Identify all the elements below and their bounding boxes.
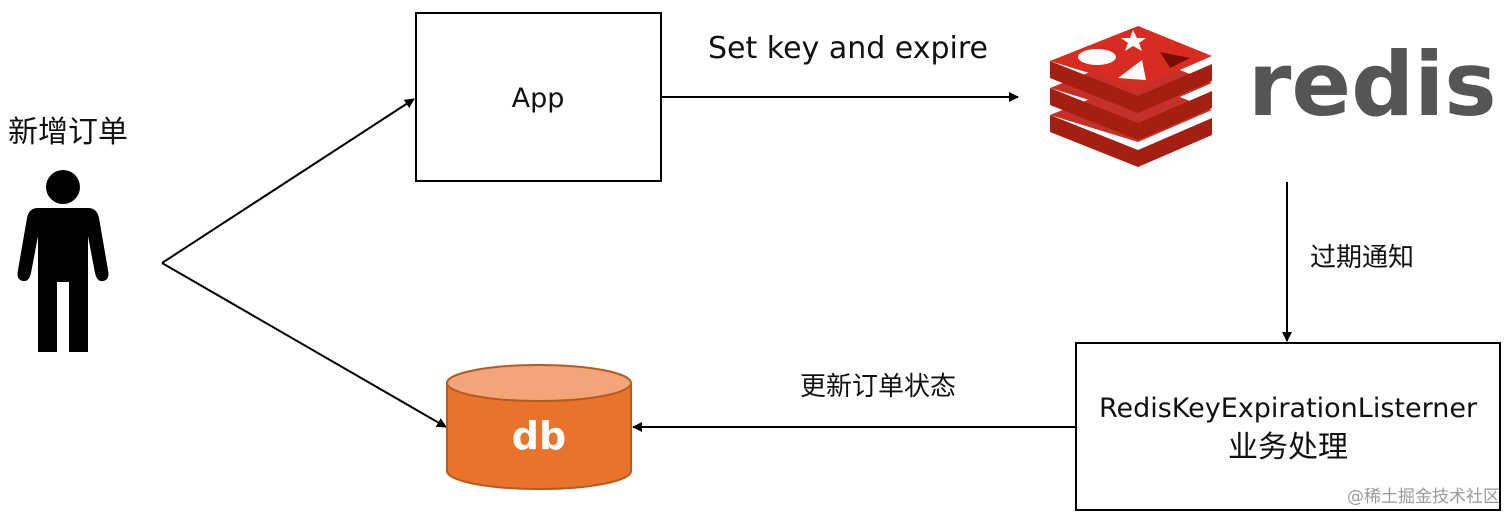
db-cylinder	[446, 364, 632, 490]
watermark-text: @稀土掘金技术社区	[1347, 487, 1500, 507]
redis-stack-icon	[1050, 26, 1212, 167]
user-label: 新增订单	[8, 115, 128, 150]
listener-line1: RedisKeyExpirationListerner	[1099, 393, 1478, 424]
app-box	[415, 12, 662, 182]
user-icon	[17, 170, 109, 352]
app-label: App	[512, 83, 565, 114]
set-key-label: Set key and expire	[708, 31, 988, 66]
db-label: db	[512, 414, 566, 458]
redis-wordmark: redis	[1248, 33, 1497, 136]
redis-logo: redis	[1050, 26, 1497, 167]
user-to-db-arrow	[161, 262, 447, 428]
listener-box	[1075, 342, 1501, 511]
expire-notify-label: 过期通知	[1310, 243, 1414, 273]
listener-line2: 业务处理	[1228, 430, 1348, 465]
user-to-app-arrow	[161, 98, 415, 264]
update-status-label: 更新订单状态	[800, 372, 956, 402]
